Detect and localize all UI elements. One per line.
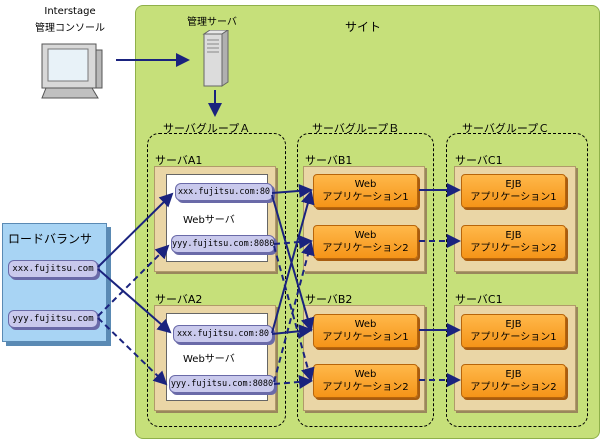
arrow-a2-yyy-b2 <box>273 374 313 389</box>
server-c2-label: サーバC1 <box>455 293 503 306</box>
admin-server-label: 管理サーバ <box>187 17 237 28</box>
arrow-lb-yyy-a2 <box>97 317 168 386</box>
site-label: サイト <box>345 20 382 34</box>
console-label-2: 管理コンソール <box>35 23 105 34</box>
server-group-a-label: サーバグループＡ <box>163 122 251 135</box>
web-server-a1-label: Webサーバ <box>183 215 235 226</box>
arrow-lb-yyy-a1 <box>97 244 170 317</box>
server-group-c-label: サーバグループＣ <box>462 122 550 135</box>
server-c1-label: サーバC1 <box>455 154 503 167</box>
arrow-a1-xxx-b1 <box>271 183 313 198</box>
server-b2-label: サーバB2 <box>305 293 353 306</box>
web-server-a2-label: Webサーバ <box>183 354 235 365</box>
arrow-a1-yyy-b1 <box>273 234 313 249</box>
server-group-c <box>446 133 588 427</box>
server-a1-label: サーバA1 <box>155 154 203 167</box>
server-tower-icon <box>200 29 230 88</box>
arrow-lb-xxx-a2 <box>97 268 172 334</box>
arrow-a2-yyy-b1 <box>273 241 315 383</box>
server-a2-label: サーバA2 <box>155 293 203 306</box>
arrow-a2-xxx-b2 <box>271 324 313 339</box>
lb-url-yyy: yyy.fujitsu.com <box>8 310 98 328</box>
server-group-b-label: サーバグループＢ <box>312 122 400 135</box>
arrow-a2-xxx-b1 <box>271 190 315 334</box>
server-group-a <box>147 133 286 427</box>
arrow-a1-yyy-b2 <box>273 245 315 382</box>
monitor-icon <box>40 42 104 104</box>
console-label-1: Interstage <box>44 6 96 17</box>
arrow-lb-xxx-a1 <box>97 192 174 268</box>
server-b1-label: サーバB1 <box>305 154 353 167</box>
lb-url-xxx: xxx.fujitsu.com <box>8 260 98 278</box>
load-balancer-title: ロードバランサ <box>8 232 93 246</box>
